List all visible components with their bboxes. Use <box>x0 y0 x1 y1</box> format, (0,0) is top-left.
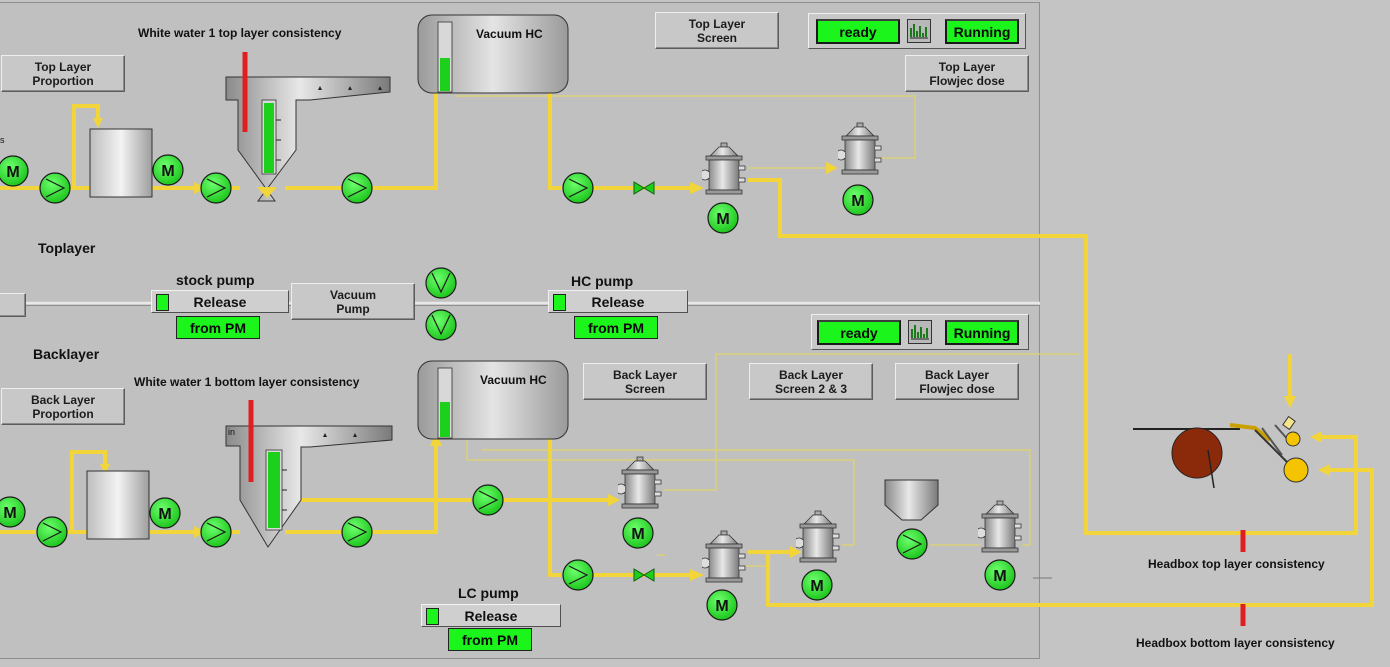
pump-icon <box>36 516 68 548</box>
white-water-silo-top <box>225 76 391 202</box>
ready-indicator: ready <box>817 320 901 345</box>
valve-icon <box>633 181 655 582</box>
motor-icon <box>0 155 29 187</box>
ww1-top-consistency-label: White water 1 top layer consistency <box>138 26 342 40</box>
motor-icon <box>622 517 654 549</box>
bottom-status-panel: ready Running <box>811 314 1029 350</box>
backlayer-title: Backlayer <box>33 346 100 362</box>
top-layer-flowjec-dose-button[interactable]: Top Layer Flowjec dose <box>905 55 1029 92</box>
chest-bottom <box>86 470 150 540</box>
ww1-bottom-consistency-label: White water 1 bottom layer consistency <box>134 375 360 389</box>
screen-filter-icon <box>838 122 882 175</box>
fragment-label: in <box>228 427 236 437</box>
release-indicator <box>426 608 439 625</box>
motor-icon <box>984 559 1016 591</box>
vacuum-hc-top-tank <box>417 14 569 94</box>
trend-icon[interactable] <box>907 19 931 43</box>
hc-pump-title: HC pump <box>571 273 634 289</box>
lc-pump-from-pm: from PM <box>448 628 532 651</box>
thin-pipes <box>455 95 1080 567</box>
back-layer-flowjec-dose-button[interactable]: Back Layer Flowjec dose <box>895 363 1019 400</box>
release-indicator <box>156 294 169 311</box>
headbox-top-consistency-label: Headbox top layer consistency <box>1148 557 1325 571</box>
pump-icon <box>341 172 373 204</box>
pump-icon <box>562 559 594 591</box>
hc-pump-from-pm: from PM <box>574 316 658 339</box>
running-indicator: Running <box>945 320 1019 345</box>
release-label: Release <box>464 607 518 624</box>
release-indicator <box>553 294 566 311</box>
fragment-label: s <box>0 135 5 145</box>
motor-icon <box>707 202 739 234</box>
screen-filter-icon <box>796 510 840 563</box>
lc-pump-title: LC pump <box>458 585 519 601</box>
paper-machine-icon <box>1133 415 1309 489</box>
pump-icon <box>472 484 504 516</box>
back-layer-proportion-button[interactable]: Back Layer Proportion <box>1 388 125 425</box>
vacuum-hc-top-label: Vacuum HC <box>476 27 543 41</box>
pump-icon <box>896 528 928 560</box>
back-layer-screen-button[interactable]: Back Layer Screen <box>583 363 707 400</box>
top-status-panel: ready Running <box>808 13 1026 49</box>
motor-icon <box>706 589 738 621</box>
vacuum-pump-button[interactable]: Vacuum Pump <box>291 283 415 320</box>
top-layer-screen-button[interactable]: Top Layer Screen <box>655 12 779 49</box>
motor-icon <box>152 154 184 186</box>
chest-top <box>89 128 153 198</box>
pump-icon <box>562 172 594 204</box>
headbox-bottom-consistency-label: Headbox bottom layer consistency <box>1136 636 1335 650</box>
screen-filter-icon <box>702 530 746 583</box>
pump-icon <box>200 516 232 548</box>
screen-filter-icon <box>702 142 746 195</box>
trend-icon[interactable] <box>908 320 932 344</box>
screen-filter-icon <box>978 500 1022 553</box>
vacuum-hc-bottom-label: Vacuum HC <box>480 373 547 387</box>
vacuum-hc-bottom-tank <box>417 360 569 440</box>
running-indicator: Running <box>945 19 1019 44</box>
motor-icon <box>0 496 26 528</box>
release-label: Release <box>193 293 247 310</box>
screen-filter-icon <box>618 456 662 509</box>
left-edge-button[interactable] <box>0 293 26 317</box>
toplayer-title: Toplayer <box>38 240 96 256</box>
motor-icon <box>842 184 874 216</box>
pump-icon <box>39 172 71 204</box>
red-indicators <box>242 52 1246 626</box>
hc-pump-release-button[interactable]: Release <box>548 290 688 313</box>
pump-icon <box>200 172 232 204</box>
white-water-silo-bottom <box>225 425 393 548</box>
top-layer-proportion-button[interactable]: Top Layer Proportion <box>1 55 125 92</box>
stock-pump-release-button[interactable]: Release <box>151 290 289 313</box>
lc-pump-release-button[interactable]: Release <box>421 604 561 627</box>
funnel-tank <box>884 479 939 521</box>
vacuum-pump-icon <box>425 309 457 341</box>
pump-icon <box>341 516 373 548</box>
motor-icon <box>149 497 181 529</box>
stock-pump-title: stock pump <box>176 272 255 288</box>
release-label: Release <box>591 293 645 310</box>
back-layer-screen-2-3-button[interactable]: Back Layer Screen 2 & 3 <box>749 363 873 400</box>
vacuum-pump-icon <box>425 267 457 299</box>
ready-indicator: ready <box>816 19 900 44</box>
motor-icon <box>801 569 833 601</box>
stock-pump-from-pm: from PM <box>176 316 260 339</box>
